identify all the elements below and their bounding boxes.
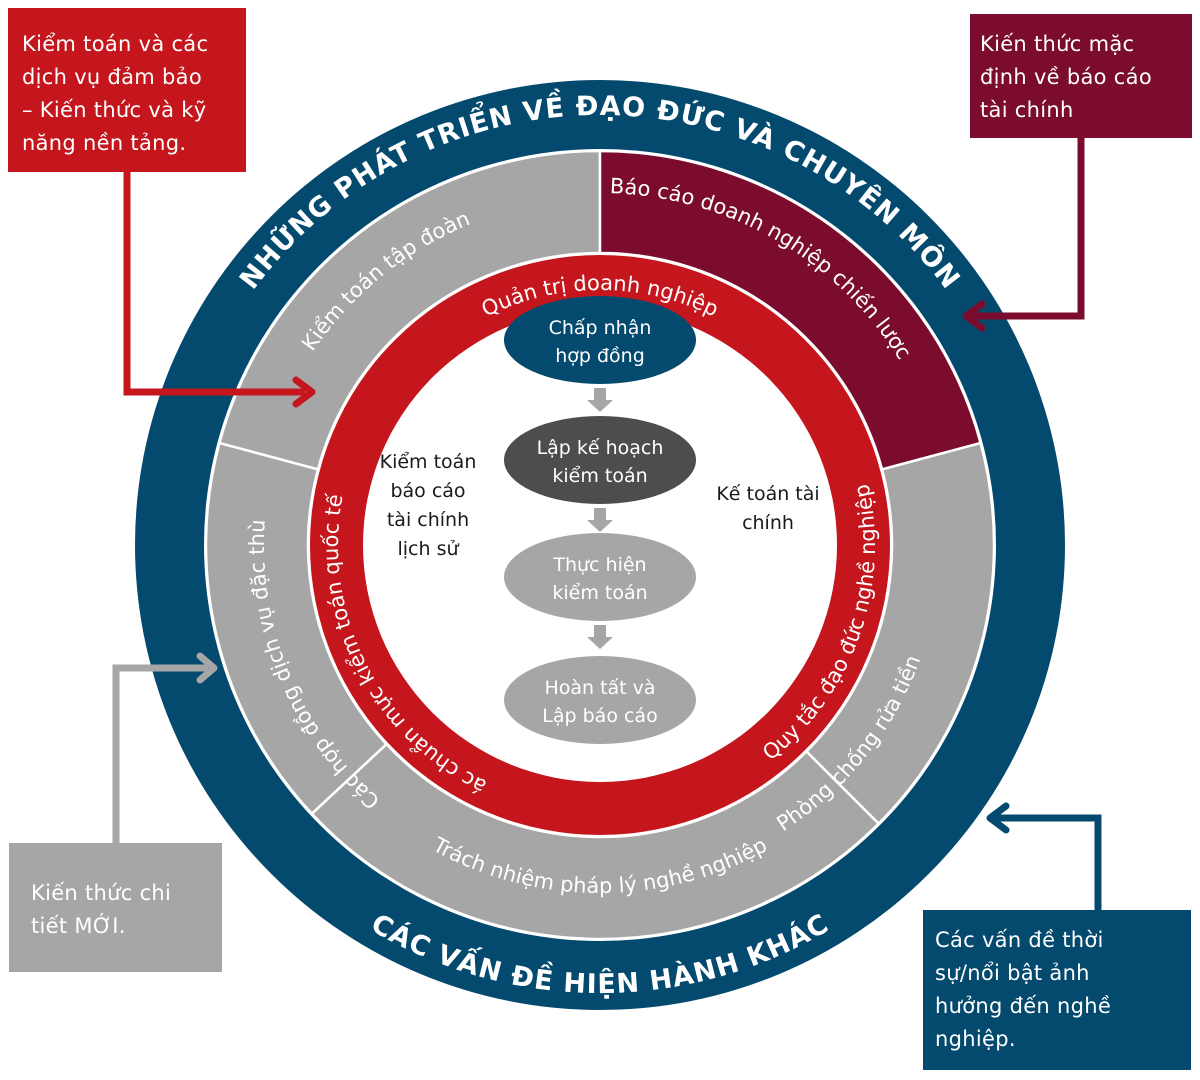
center-left-label: báo cáo xyxy=(390,480,465,502)
process-step-shape xyxy=(504,533,696,621)
process-step-label: Lập kế hoạch xyxy=(537,437,664,459)
down-arrow-icon xyxy=(587,625,613,649)
process-step-label: kiểm toán xyxy=(552,465,647,487)
callout-current-issues: Các vấn đề thời sự/nổi bật ảnh hưởng đến… xyxy=(923,910,1191,1070)
callout-connectors xyxy=(112,138,1102,910)
process-step-shape xyxy=(504,416,696,504)
callout-audit-services-text: Kiểm toán và các dịch vụ đảm bảo – Kiến … xyxy=(22,32,209,155)
callout-new-knowledge-text: Kiến thức chi tiết MỚI. xyxy=(31,881,172,938)
connector-new-knowledge xyxy=(112,664,208,843)
down-arrow-icon xyxy=(587,388,613,412)
arrowhead-current-issues xyxy=(986,802,1010,834)
process-step-shape xyxy=(504,296,696,384)
callout-new-knowledge: Kiến thức chi tiết MỚI. xyxy=(9,843,222,972)
arrowhead-financial-reporting xyxy=(962,300,986,332)
callout-financial-reporting-text: Kiến thức mặc định về báo cáo tài chính xyxy=(980,32,1152,122)
process-step-label: hợp đồng xyxy=(555,345,645,367)
center-left-label: lịch sử xyxy=(397,538,459,560)
callout-current-issues-text: Các vấn đề thời sự/nổi bật ảnh hưởng đến… xyxy=(935,928,1112,1051)
process-step-label: Chấp nhận xyxy=(549,317,652,339)
center-right-label: Kế toán tài xyxy=(716,483,819,505)
process-step-label: Thực hiện xyxy=(552,554,646,576)
process-step-label: Hoàn tất và xyxy=(544,677,655,699)
process-step-label: Lập báo cáo xyxy=(542,705,657,727)
arrowhead-audit-services xyxy=(292,376,316,408)
process-step-label: kiểm toán xyxy=(552,582,647,604)
center-left-label: Kiểm toán xyxy=(380,451,477,473)
arrowhead-new-knowledge xyxy=(196,652,218,684)
connector-financial-reporting xyxy=(972,138,1085,320)
connector-audit-services xyxy=(123,172,305,396)
callout-audit-services: Kiểm toán và các dịch vụ đảm bảo – Kiến … xyxy=(8,8,246,172)
center-right-label: chính xyxy=(742,512,794,534)
process-step-shape xyxy=(504,656,696,744)
center-left-label: tài chính xyxy=(387,509,469,531)
callout-financial-reporting: Kiến thức mặc định về báo cáo tài chính xyxy=(970,14,1192,138)
down-arrow-icon xyxy=(587,508,613,532)
connector-current-issues xyxy=(996,814,1102,910)
